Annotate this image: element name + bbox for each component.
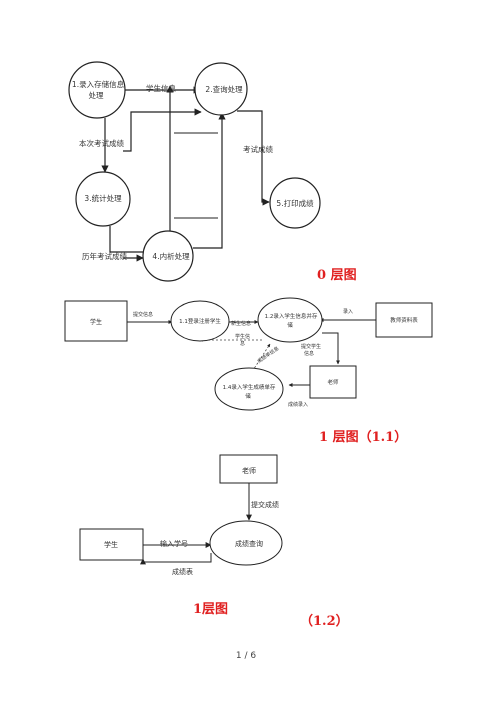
process-3-node (75, 171, 131, 227)
caption-level0: 0 层图 (317, 268, 357, 283)
process-1-4-label-a: 1.4录入学生成绩单存 (223, 383, 276, 391)
flow-info-a-label: 学生信 (235, 333, 250, 340)
edge-3-2 (109, 85, 174, 253)
process-1-node (68, 61, 126, 119)
process-1-2-label-b: 储 (287, 321, 293, 329)
flow-submit-score-label: 提交成绩 (251, 500, 279, 509)
flow-input-id-label: 输入学号 (160, 539, 188, 548)
process-2-label: 2.查询处理 (205, 84, 243, 94)
process-2-node (194, 62, 248, 116)
entity-teacher-label-2: 老师 (242, 466, 256, 475)
edge-4-2 (193, 112, 226, 249)
flow-submit-stu-b-label: 信息 (304, 350, 314, 357)
flow-student-info-label: 学生信息 (146, 83, 176, 93)
caption-level1-2-a: 1层图 (193, 602, 228, 617)
entity-student-label: 学生 (90, 318, 102, 326)
flow-past-years-label: 历年考试成绩 (82, 251, 127, 261)
process-query-node (209, 520, 283, 566)
flow-submit-label: 提交信息 (133, 311, 153, 318)
edge-this-exam (123, 108, 202, 152)
process-4-node (142, 230, 194, 282)
entity-teacher-box (309, 365, 357, 399)
flow-info-b-label: 息 (240, 340, 245, 347)
flow-exam-score-label: 考试成绩 (243, 144, 273, 154)
edge-p2-teacher (322, 332, 340, 365)
flow-reg-label: 新生信息 (231, 320, 251, 327)
diagram-level1-2: 老师 提交成绩 学生 成绩查询 输入学号 成绩表 1层图 （1.2） (79, 454, 349, 629)
edge-2-5 (237, 110, 270, 206)
flow-submit-stu-a-label: 提交学生 (301, 343, 321, 350)
diagram-level0: 1.录入存储信息 处理 2.查询处理 3.统计处理 4.内析处理 5.打印成绩 … (68, 61, 357, 283)
process-1-label-b: 处理 (89, 90, 104, 100)
flow-score-diag-label: 成绩单信息 (256, 345, 281, 365)
process-1-1-node (170, 300, 230, 342)
edge-query-student (140, 553, 212, 565)
process-1-4-node (214, 367, 284, 411)
process-1-label-a: 1.录入存储信息 (72, 79, 125, 89)
caption-level1-1: 1 层图（1.1） (319, 429, 407, 445)
process-4-label: 4.内析处理 (152, 251, 190, 261)
process-3-label: 3.统计处理 (84, 193, 122, 203)
caption-level1-2-b: （1.2） (300, 613, 349, 629)
process-query-label: 成绩查询 (235, 539, 263, 548)
entity-student-box-2 (79, 528, 144, 561)
process-1-4-label-b: 储 (245, 392, 251, 400)
diagram-level1-1: 学生 1.1登录注册学生 1.2录入学生信息并存 储 教师资料表 老师 1.4录… (64, 297, 433, 445)
process-1-1-label: 1.1登录注册学生 (179, 317, 221, 325)
entity-student-label-2: 学生 (104, 540, 118, 549)
process-5-node (269, 177, 321, 229)
entity-teacher-label: 老师 (327, 378, 339, 386)
process-1-2-label-a: 1.2录入学生信息并存 (265, 312, 318, 320)
edge-score-diag (247, 343, 271, 379)
process-5-label: 5.打印成绩 (276, 198, 314, 208)
entity-admin-label: 教师资料表 (390, 316, 418, 324)
entity-student-box (64, 300, 128, 342)
entity-admin-box (375, 302, 433, 338)
page-number: 1 / 6 (236, 651, 256, 661)
flow-input-label: 录入 (343, 308, 353, 315)
entity-teacher-box-2 (219, 454, 278, 484)
flow-this-exam-label: 本次考试成绩 (79, 138, 124, 148)
flow-score-table-label: 成绩表 (172, 567, 193, 576)
process-1-2-node (257, 297, 323, 343)
flow-score-entry-label: 成绩录入 (288, 401, 308, 408)
